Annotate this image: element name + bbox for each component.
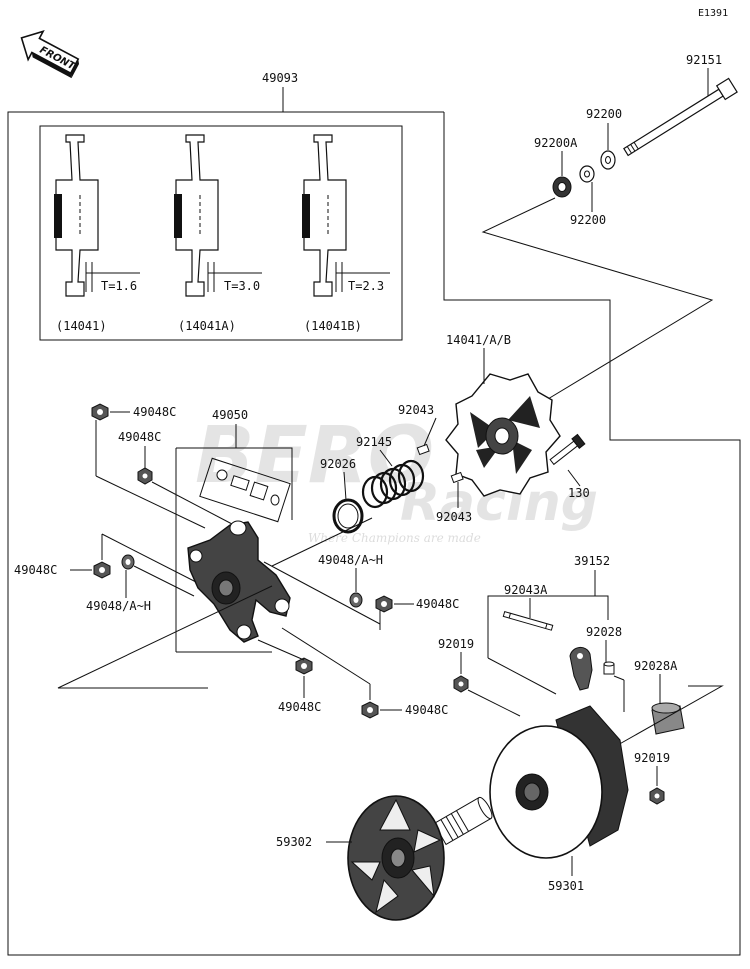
label-49048c-2: 49048C	[118, 430, 161, 444]
bushing-92028a	[651, 702, 685, 735]
screw-130	[549, 433, 586, 466]
spring-92145	[361, 459, 425, 509]
label-92019-2: 92019	[634, 751, 670, 765]
ring-92026	[332, 498, 364, 534]
label-130: 130	[568, 486, 590, 500]
variant-2-part: (14041A)	[178, 319, 236, 333]
fixed-sheave-59302	[347, 795, 493, 921]
weight-set-bracket	[487, 595, 609, 604]
label-49050: 49050	[212, 408, 248, 422]
label-49048c-5: 49048C	[278, 700, 321, 714]
nut-92019-2	[649, 787, 665, 805]
watermark-brand: BERO	[195, 411, 434, 501]
cover-14041	[445, 373, 561, 497]
label-49048-a-h-2: 49048/A~H	[318, 553, 383, 567]
bushing-axis-leader	[615, 685, 724, 747]
label-92200a: 92200A	[534, 136, 578, 150]
assembly-label: 49093	[262, 71, 298, 85]
variant-3-part: (14041B)	[304, 319, 362, 333]
assembly-outline	[7, 111, 741, 956]
label-49048c-4: 49048C	[416, 597, 459, 611]
front-arrow-icon: FRONT	[20, 29, 80, 79]
label-49048c-6: 49048C	[405, 703, 448, 717]
variant-2-thickness: T=3.0	[224, 279, 260, 293]
washer-92200a	[552, 176, 572, 198]
label-92200-bottom: 92200	[570, 213, 606, 227]
nut-92019-1	[453, 675, 469, 693]
nut-49048c-2	[137, 467, 153, 485]
nut-49048c-1	[91, 403, 109, 421]
label-92028a: 92028A	[634, 659, 678, 673]
label-49048c-3: 49048C	[14, 563, 57, 577]
nut-49048c-6	[361, 701, 379, 719]
label-92026: 92026	[320, 457, 356, 471]
diagram-code: E1391	[698, 8, 728, 19]
label-92145: 92145	[356, 435, 392, 449]
label-92028: 92028	[586, 625, 622, 639]
label-49048c-1: 49048C	[133, 405, 176, 419]
spider-axis-leader	[57, 585, 273, 689]
nut-49048c-3	[93, 561, 111, 579]
nut-49048c-5	[295, 657, 313, 675]
weight-arm-39152	[569, 647, 593, 691]
spider-49050	[187, 520, 291, 643]
shaft-pin-92043a	[502, 610, 554, 631]
pin-92043-top	[416, 443, 430, 456]
cover-variant-14041	[54, 134, 140, 297]
nut-49048c-4	[375, 595, 393, 613]
pin-92043-bottom	[450, 471, 464, 484]
roller-49048-1	[121, 554, 135, 570]
bushing-92028	[603, 661, 615, 675]
bolt-92151	[623, 77, 738, 157]
label-59302: 59302	[276, 835, 312, 849]
variant-1-thickness: T=1.6	[101, 279, 137, 293]
spider-subparts	[216, 469, 280, 506]
variant-3-thickness: T=2.3	[348, 279, 384, 293]
roller-49048-2	[349, 592, 363, 608]
label-92043a: 92043A	[504, 583, 548, 597]
bolt-axis-leader	[481, 197, 714, 406]
label-92043-top: 92043	[398, 403, 434, 417]
spider-bracket	[176, 447, 293, 520]
cover-variant-14041b	[302, 134, 390, 297]
label-92019-1: 92019	[438, 637, 474, 651]
cover-variant-14041a	[174, 134, 262, 297]
label-49048-a-h-1: 49048/A~H	[86, 599, 151, 613]
label-92043-bottom: 92043	[436, 510, 472, 524]
movable-sheave-59301	[489, 705, 629, 859]
label-39152: 39152	[574, 554, 610, 568]
label-14041-a-b: 14041/A/B	[446, 333, 511, 347]
variant-inset	[39, 125, 403, 341]
watermark-tagline: Where Champions are made	[308, 531, 481, 545]
spider-subparts-box	[199, 457, 291, 523]
label-92200-top: 92200	[586, 107, 622, 121]
variant-1-part: (14041)	[56, 319, 107, 333]
label-92151: 92151	[686, 53, 722, 67]
label-59301: 59301	[548, 879, 584, 893]
